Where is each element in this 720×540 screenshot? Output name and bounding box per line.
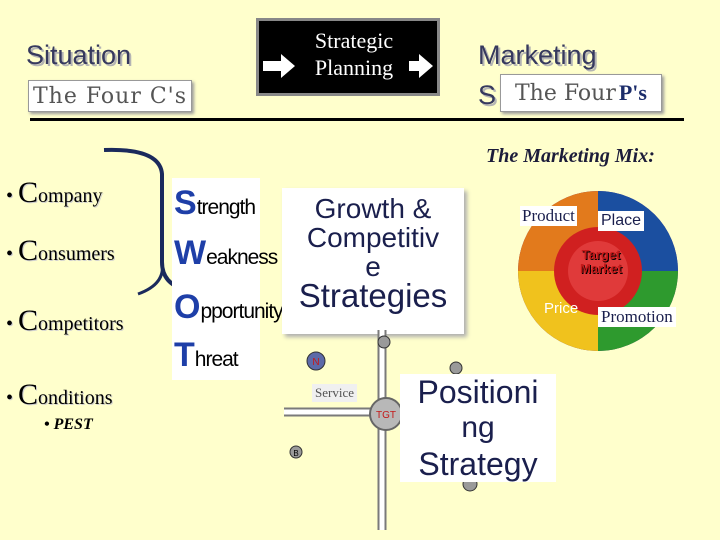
- swot-letter: S: [174, 184, 197, 222]
- bullet-text: ompany: [38, 185, 103, 207]
- bullet-competitors: • Competitors: [6, 304, 124, 337]
- map-point-n: [306, 351, 326, 371]
- arrow-right-icon: [409, 54, 433, 78]
- place-label: Place: [598, 211, 645, 231]
- map-point: [449, 361, 463, 375]
- target-market-label: Target Market: [580, 247, 622, 276]
- positioning-line: Positioni: [417, 374, 539, 410]
- four-ps-badge-suffix: P's: [618, 80, 647, 105]
- growth-line: e: [365, 251, 381, 282]
- strategic-planning-label: Strategic Planning: [314, 28, 394, 80]
- bullet-initial: C: [18, 234, 39, 267]
- positioning-line: ng: [461, 411, 495, 444]
- four-ps-badge-prefix: The Four: [515, 80, 616, 106]
- promotion-label: Promotion: [598, 307, 676, 327]
- marketing-heading-sub: S: [478, 80, 497, 110]
- growth-line: Strategies: [298, 277, 448, 314]
- growth-strategies-box: Growth & Competitiv e Strategies: [282, 188, 464, 334]
- swot-word: eakness: [206, 246, 278, 269]
- bullet-text: ompetitors: [38, 313, 124, 335]
- swot-letter: W: [174, 234, 207, 272]
- swot-weakness: Weakness: [174, 234, 278, 273]
- situation-heading: Situation: [26, 40, 132, 70]
- wheel-core: [568, 241, 628, 301]
- bullet-conditions: • Conditions: [6, 378, 113, 411]
- bullet-text: onsumers: [38, 243, 115, 265]
- price-label: Price: [544, 300, 579, 317]
- arrow-left-icon: [263, 54, 295, 78]
- positioning-map: N B TGT: [284, 330, 480, 530]
- swot-word: hreat: [194, 348, 239, 371]
- product-label: Product: [520, 206, 577, 226]
- bullet-consumers: • Consumers: [6, 234, 115, 267]
- map-point-n-label: N: [312, 357, 319, 368]
- swot-letter: O: [174, 288, 201, 326]
- marketing-mix-title: The Marketing Mix:: [486, 145, 655, 167]
- bullet-initial: C: [18, 304, 39, 337]
- four-ps-badge: The Four P's: [500, 74, 662, 112]
- growth-line: Growth &: [314, 193, 432, 224]
- swot-strength: Strength: [174, 184, 256, 223]
- pest-subbullet: • PEST: [44, 416, 93, 433]
- positioning-strategy-text: Positioni ng Strategy: [400, 374, 556, 482]
- bullet-company: • Company: [6, 176, 103, 209]
- swot-word: trength: [196, 196, 256, 219]
- positioning-line: Strategy: [418, 446, 538, 482]
- swot-letter: T: [174, 336, 195, 374]
- swot-word: pportunity: [200, 300, 283, 323]
- strategic-arrows: [263, 54, 433, 78]
- map-point: [377, 335, 391, 349]
- swot-panel: Strength Weakness Opportunity Threat: [172, 178, 284, 380]
- swot-threat: Threat: [174, 336, 239, 375]
- growth-strategies-text: Growth & Competitiv e Strategies: [282, 193, 464, 314]
- bullet-initial: C: [18, 176, 39, 209]
- growth-line: Competitiv: [306, 222, 440, 253]
- strategic-planning-box: Strategic Planning: [256, 18, 440, 96]
- pest-label: PEST: [53, 416, 93, 433]
- service-axis-label: Service: [312, 384, 357, 402]
- bullet-initial: C: [18, 378, 39, 411]
- map-target-label: TGT: [376, 410, 396, 421]
- four-cs-badge: The Four C's: [28, 80, 192, 112]
- swot-opportunity: Opportunity: [174, 288, 284, 327]
- marketing-heading: Marketing: [478, 40, 597, 70]
- divider-line: [30, 118, 684, 121]
- bracket-tail: [137, 261, 164, 296]
- map-point-b: [289, 445, 303, 459]
- map-point-b-label: B: [293, 449, 298, 458]
- bullet-text: onditions: [38, 387, 113, 409]
